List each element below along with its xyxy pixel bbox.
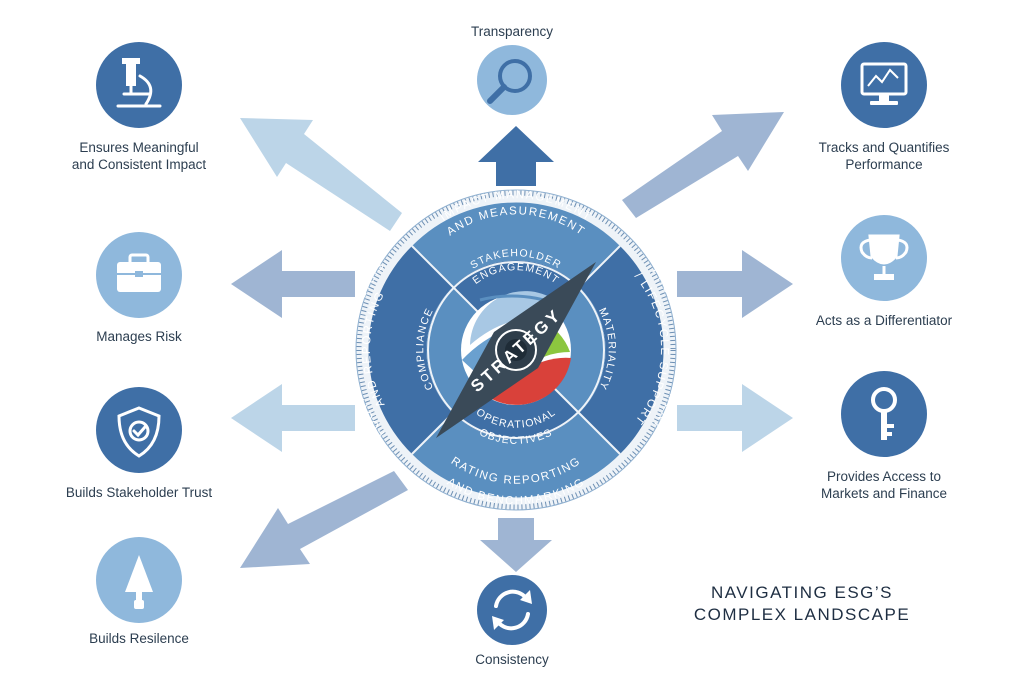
trophy-icon <box>859 234 909 280</box>
outer-segment-top <box>412 202 620 287</box>
access-label-line2: Markets and Finance <box>821 486 947 501</box>
outcome-trust: Builds Stakeholder Trust <box>66 387 213 500</box>
trowel-icon <box>125 555 153 609</box>
key-icon <box>871 387 897 440</box>
arrow-left-lower <box>231 384 355 452</box>
arrow-right-upper <box>622 112 784 218</box>
performance-label-line1: Tracks and Quantifies <box>819 140 950 155</box>
title-line1: NAVIGATING ESG’S <box>711 583 893 602</box>
impact-label-line2: and Consistent Impact <box>72 157 207 172</box>
arrow-right-middle <box>677 250 793 318</box>
monitor-chart-icon <box>860 62 908 105</box>
outer-segment-bottom <box>412 413 620 498</box>
magnifier-icon <box>487 59 532 104</box>
arrow-up <box>478 126 554 186</box>
transparency-label: Transparency <box>471 24 553 39</box>
arrow-left-bottom <box>240 471 408 568</box>
outcome-transparency: Transparency <box>471 24 553 115</box>
outcome-consistency: Consistency <box>475 575 549 667</box>
title-line2: COMPLEX LANDSCAPE <box>694 605 910 624</box>
shield-icon <box>117 406 161 458</box>
arrow-left-middle <box>231 250 355 318</box>
diagram-title: NAVIGATING ESG’S COMPLEX LANDSCAPE <box>694 583 910 624</box>
outcome-impact: Ensures Meaningful and Consistent Impact <box>72 42 207 172</box>
impact-label-line1: Ensures Meaningful <box>79 140 198 155</box>
outcome-performance: Tracks and Quantifies Performance <box>819 42 950 172</box>
consistency-label: Consistency <box>475 652 549 667</box>
outcome-risk: Manages Risk <box>96 232 182 344</box>
outcome-resilience: Builds Resilence <box>89 537 189 646</box>
outcome-access: Provides Access to Markets and Finance <box>821 371 947 501</box>
briefcase-icon <box>117 253 161 292</box>
trust-label: Builds Stakeholder Trust <box>66 485 213 500</box>
outcome-differentiator: Acts as a Differentiator <box>816 215 953 328</box>
outer-segment-left <box>368 246 453 454</box>
arrow-right-lower <box>677 384 793 452</box>
wheel: STRATEGY IMPACT MANAGEMENT AND MEASUREME… <box>345 189 686 511</box>
differentiator-label: Acts as a Differentiator <box>816 313 953 328</box>
performance-label-line2: Performance <box>845 157 922 172</box>
arrows <box>231 112 793 572</box>
microscope-icon <box>116 58 162 108</box>
outer-segment-right <box>579 246 664 454</box>
arrow-left-upper <box>240 118 402 231</box>
resilience-label: Builds Resilence <box>89 631 189 646</box>
arrow-down <box>480 518 552 572</box>
refresh-icon <box>492 589 532 631</box>
access-label-line1: Provides Access to <box>827 469 941 484</box>
risk-label: Manages Risk <box>96 329 182 344</box>
